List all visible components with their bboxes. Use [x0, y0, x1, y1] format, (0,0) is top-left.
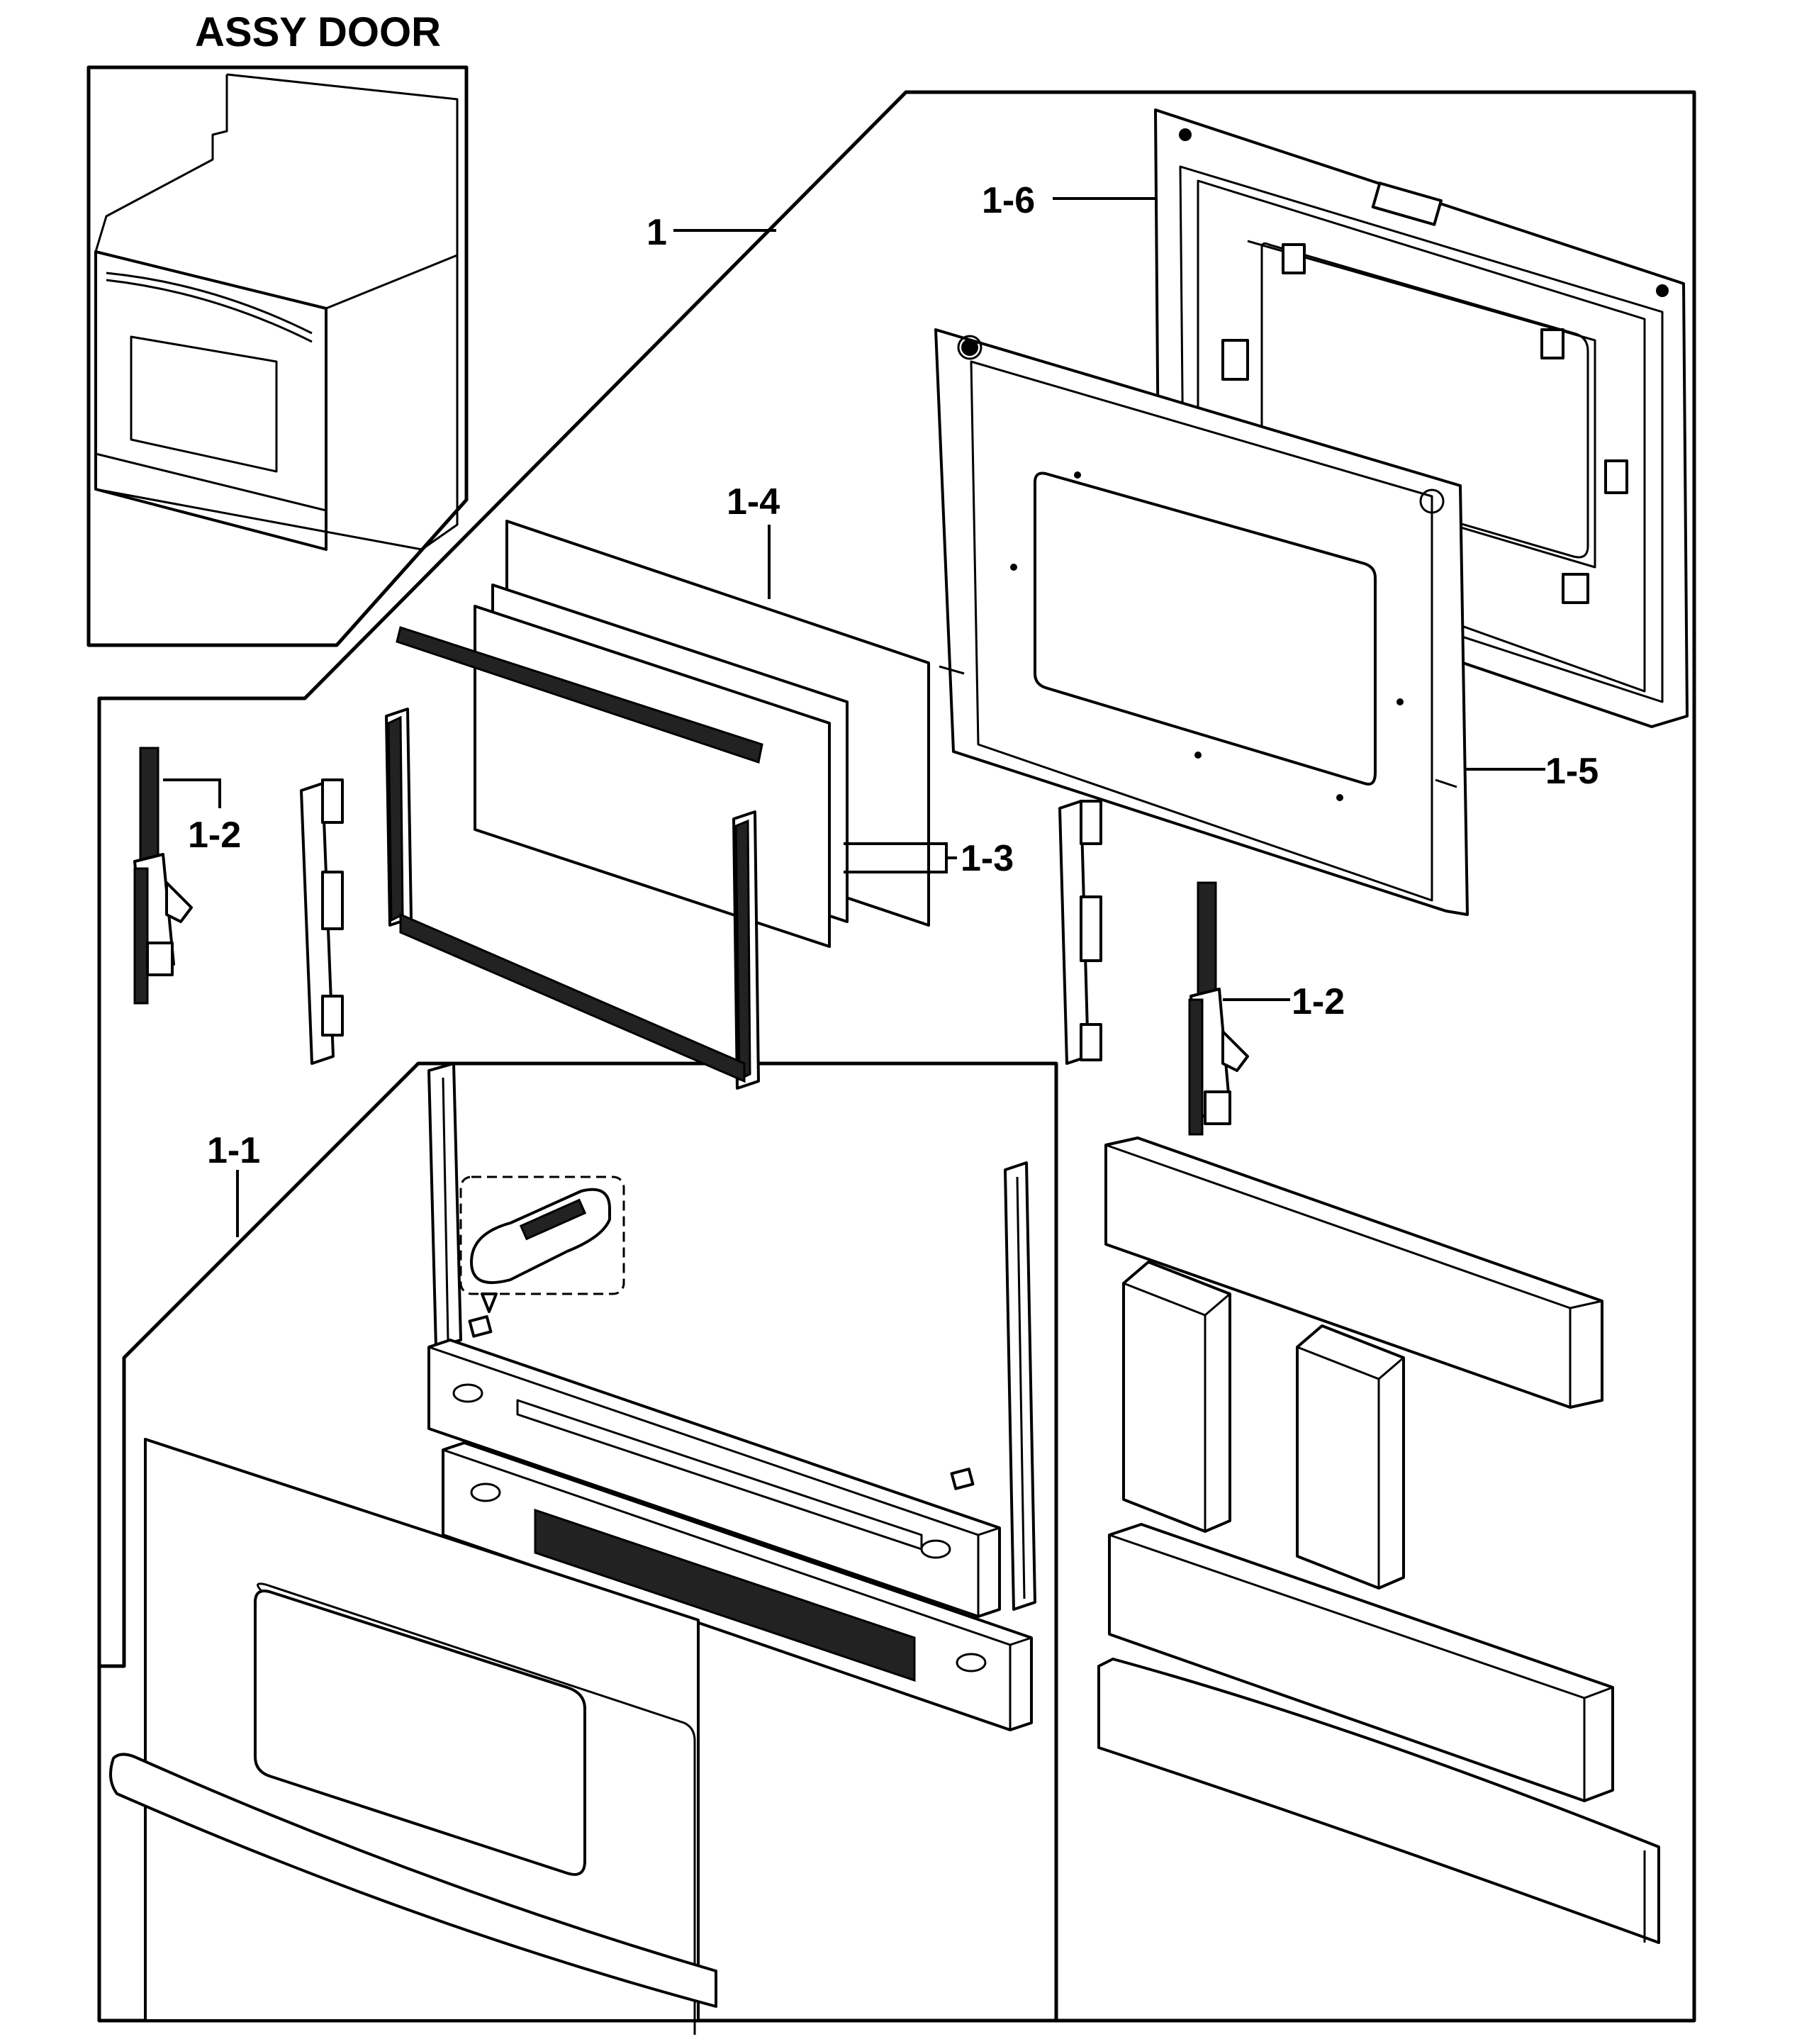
callout-1-5: 1-5 — [1545, 751, 1599, 792]
callout-1-4: 1-4 — [727, 481, 780, 523]
hinge-left — [133, 747, 193, 1005]
outer-door-rails — [427, 1062, 1036, 1611]
callout-1-3: 1-3 — [961, 838, 1014, 879]
right-side-bracket — [1058, 800, 1102, 1065]
middle-door-frame — [934, 328, 1469, 916]
hinge-receptacle-detail — [459, 1175, 625, 1338]
callout-1-1: 1-1 — [207, 1130, 260, 1171]
glass-holder-frame — [385, 626, 763, 1090]
hinge-right — [1188, 881, 1249, 1136]
range-thumbnail-inset — [86, 65, 469, 647]
diagram-title: ASSY DOOR — [195, 9, 441, 55]
upper-trim-panel — [427, 1339, 1001, 1618]
leader-lines — [163, 197, 1545, 1237]
callout-1-2-right: 1-2 — [1292, 981, 1345, 1022]
left-side-bracket — [300, 778, 344, 1065]
callout-1-2-left: 1-2 — [188, 815, 241, 856]
outer-door-boundary — [97, 1061, 1058, 2023]
outer-door-panel — [109, 1438, 717, 2035]
vent-panel — [442, 1441, 1033, 1731]
callout-1-6: 1-6 — [982, 180, 1035, 221]
packing-foam-blocks — [1097, 1137, 1660, 1944]
callout-1: 1 — [646, 212, 667, 253]
